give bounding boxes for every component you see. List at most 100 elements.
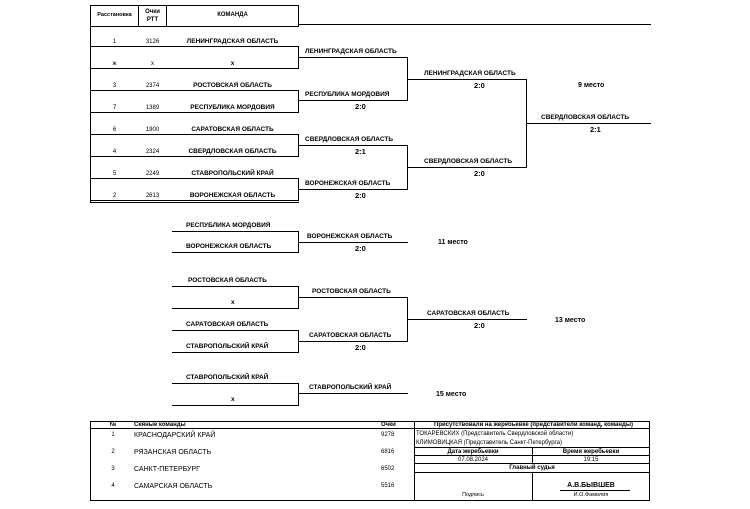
seed-team: ЛЕНИНГРАДСКАЯ ОБЛАСТЬ (186, 38, 279, 45)
sign-caption: Подпись (462, 492, 484, 498)
r2-team-4: ВОРОНЕЖСКАЯ ОБЛАСТЬ (305, 180, 391, 187)
seed-row-line (90, 134, 299, 135)
r2-score-3: 2:1 (355, 147, 366, 156)
r2-team-3: СВЕРДЛОВСКАЯ ОБЛАСТЬ (305, 136, 394, 143)
seeded-header-divider (90, 428, 415, 429)
header-team: КОМАНДА (217, 12, 248, 18)
seed-number: 2 (112, 193, 117, 199)
p15-line-a (172, 383, 299, 384)
seed-row-line (90, 90, 299, 91)
p15-team-b: х (231, 396, 235, 403)
r3-connector (526, 79, 527, 168)
seed-team: РЕСПУБЛИКА МОРДОВИЯ (190, 104, 275, 111)
p15-place: 15 место (436, 391, 467, 398)
p11-line-a (172, 231, 299, 232)
p13-winner-line (408, 319, 527, 320)
seeded-no: 4 (111, 483, 115, 489)
seeded-header-points: Очки (381, 422, 396, 428)
seed-row-line (90, 178, 299, 179)
seeded-no: 1 (111, 432, 115, 438)
seeded-points: 6816 (381, 449, 395, 455)
p13-line-b2 (172, 352, 299, 353)
r1-to-r2-line (299, 189, 305, 190)
seed-team: СТАВРОПОЛЬСКИЙ КРАЙ (191, 170, 274, 177)
seed-team: ВОРОНЕЖСКАЯ ОБЛАСТЬ (189, 192, 276, 199)
seed-row-line (90, 46, 299, 47)
r3-team-1: ЛЕНИНГРАДСКАЯ ОБЛАСТЬ (424, 70, 516, 77)
p13-connector-a (298, 286, 299, 309)
r2-line-1 (304, 57, 408, 58)
time-label: Время жеребьевки (562, 449, 620, 455)
p15-winner-line (299, 393, 408, 394)
final-line (527, 123, 651, 124)
judge-name-underline (560, 490, 630, 491)
seed-points: 2613 (145, 193, 160, 199)
p13-score-b: 2:0 (355, 343, 366, 352)
seeded-no: 2 (111, 449, 115, 455)
judge-label: Главный судья (509, 465, 555, 471)
p11-winner-line (299, 242, 408, 243)
r2-score-4: 2:0 (355, 191, 366, 200)
draw-time: 19:15 (583, 457, 599, 463)
r1-to-r2-line (299, 57, 305, 58)
seed-number: ж (112, 61, 117, 67)
final-team: СВЕРДЛОВСКАЯ ОБЛАСТЬ (541, 114, 630, 121)
p13-score: 2:0 (474, 321, 485, 330)
seed-points: 2374 (145, 83, 160, 89)
judge-sign-divider (532, 472, 533, 501)
seed-team: СВЕРДЛОВСКАЯ ОБЛАСТЬ (188, 148, 277, 155)
r2-line-3 (304, 145, 408, 146)
p15-winner: СТАВРОПОЛЬСКИЙ КРАЙ (309, 384, 392, 391)
final-place: 9 место (578, 82, 605, 89)
seed-number: 1 (112, 39, 117, 45)
p13-line-bw (299, 341, 408, 342)
r3-line-1 (408, 79, 527, 80)
p15-connector (298, 383, 299, 406)
date-label: Дата жеребьевки (447, 449, 499, 455)
p13-winner: САРАТОВСКАЯ ОБЛАСТЬ (427, 310, 510, 317)
p13-connector-final (407, 297, 408, 342)
r1-to-r2-line (299, 145, 305, 146)
final-score: 2:1 (590, 125, 601, 134)
p15-line-b (172, 405, 299, 406)
seeded-header-team: Сеяные команды (134, 422, 186, 428)
header-extension-line (299, 24, 651, 25)
seed-team: САРАТОВСКАЯ ОБЛАСТЬ (191, 126, 274, 133)
p13-connector-b (298, 330, 299, 353)
date-time-divider (532, 447, 533, 463)
seeded-points: 9278 (381, 432, 395, 438)
r2-line-4 (304, 189, 408, 190)
p13-team-aw: РОСТОВСКАЯ ОБЛАСТЬ (312, 288, 391, 295)
p13-line-b1 (172, 330, 299, 331)
attend-header-divider (414, 428, 650, 429)
seeded-header-no: № (109, 422, 117, 428)
p13-team-b1: САРАТОВСКАЯ ОБЛАСТЬ (186, 321, 269, 328)
seeded-points: 6502 (381, 466, 395, 472)
seed-table-bottom-border (90, 202, 299, 203)
draw-date: 07.08.2024 (457, 457, 489, 463)
seed-points: 1900 (145, 127, 160, 133)
r2-score-2: 2:0 (355, 102, 366, 111)
r1-connector (298, 178, 299, 201)
p13-team-b2: СТАВРОПОЛЬСКИЙ КРАЙ (186, 343, 269, 350)
attend-title: Присутствовали на жеребьевке (представит… (434, 422, 633, 428)
seed-row-line (90, 156, 299, 157)
p13-line-a1 (172, 286, 299, 287)
seed-team: РОСТОВСКАЯ ОБЛАСТЬ (193, 82, 272, 89)
p13-team-a2: х (231, 299, 235, 306)
p15-team-a: СТАВРОПОЛЬСКИЙ КРАЙ (186, 374, 269, 381)
r1-to-r2-line (299, 100, 305, 101)
seed-points: 1389 (145, 105, 160, 111)
p11-team-b: ВОРОНЕЖСКАЯ ОБЛАСТЬ (186, 243, 272, 250)
r1-connector (298, 46, 299, 69)
p11-team-a: РЕСПУБЛИКА МОРДОВИЯ (186, 222, 271, 229)
r3-score-1: 2:0 (474, 81, 485, 90)
p13-team-a1: РОСТОВСКАЯ ОБЛАСТЬ (188, 277, 267, 284)
p11-score: 2:0 (355, 244, 366, 253)
p13-line-a2 (172, 308, 299, 309)
seed-points: 3126 (145, 39, 160, 45)
r1-connector (298, 90, 299, 113)
seed-number: 3 (112, 83, 117, 89)
seed-number: 4 (112, 149, 117, 155)
